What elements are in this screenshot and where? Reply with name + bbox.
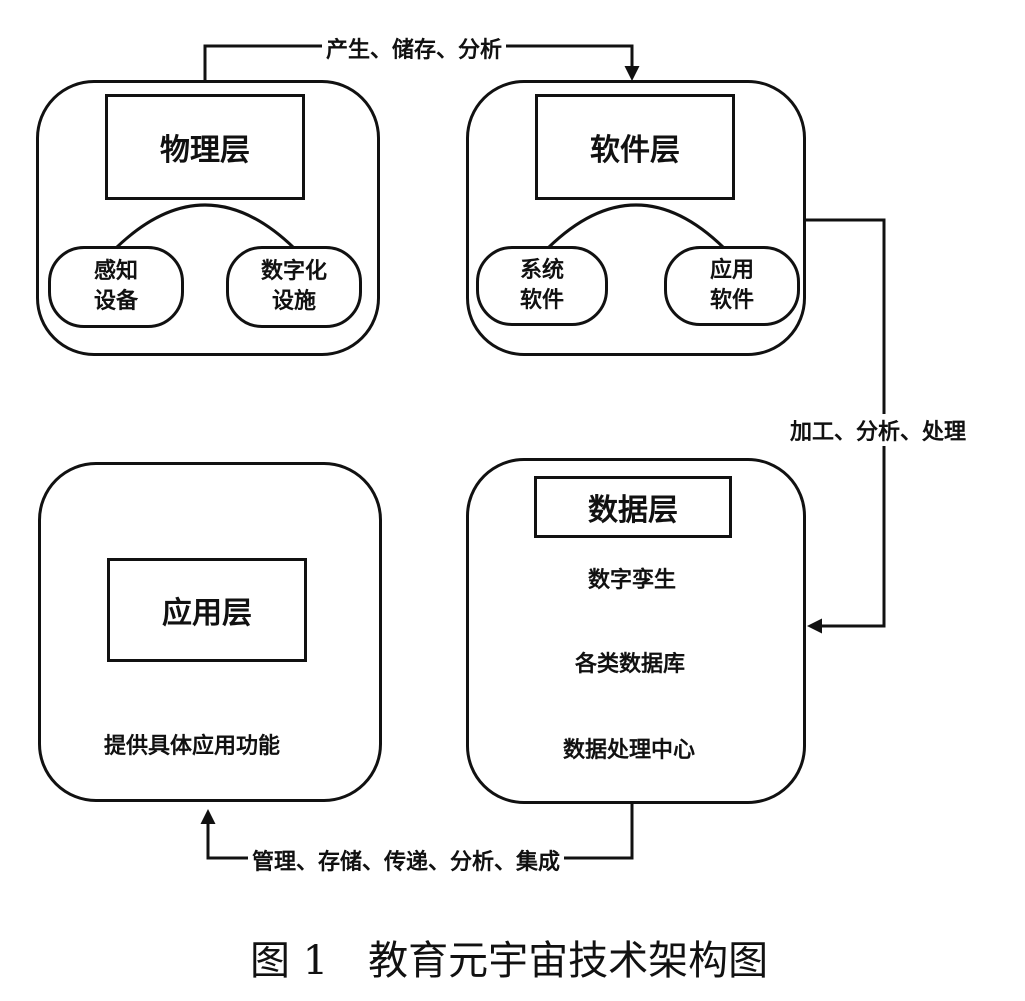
application-layer-title: 应用层: [107, 558, 307, 662]
flow-label-physical-to-software: 产生、储存、分析: [322, 32, 507, 64]
data-step-2: 各类数据库: [575, 652, 686, 677]
application-desc: 提供具体应用功能: [104, 734, 281, 759]
software-layer-title: 软件层: [535, 94, 735, 200]
physical-arc: [114, 203, 296, 250]
figure-caption: 图 1 教育元宇宙技术架构图: [250, 938, 769, 984]
software-right-node: 应用 软件: [664, 246, 800, 326]
flow-label-software-to-data: 加工、分析、处理: [786, 414, 971, 446]
flow-label-data-to-application: 管理、存储、传递、分析、集成: [248, 844, 565, 876]
physical-left-node: 感知 设备: [48, 246, 184, 328]
data-layer-title: 数据层: [534, 476, 732, 538]
software-left-node: 系统 软件: [476, 246, 608, 326]
physical-layer-title: 物理层: [105, 94, 305, 200]
data-step-3: 数据处理中心: [563, 738, 696, 763]
software-arc: [546, 203, 726, 250]
data-step-1: 数字孪生: [588, 568, 677, 593]
